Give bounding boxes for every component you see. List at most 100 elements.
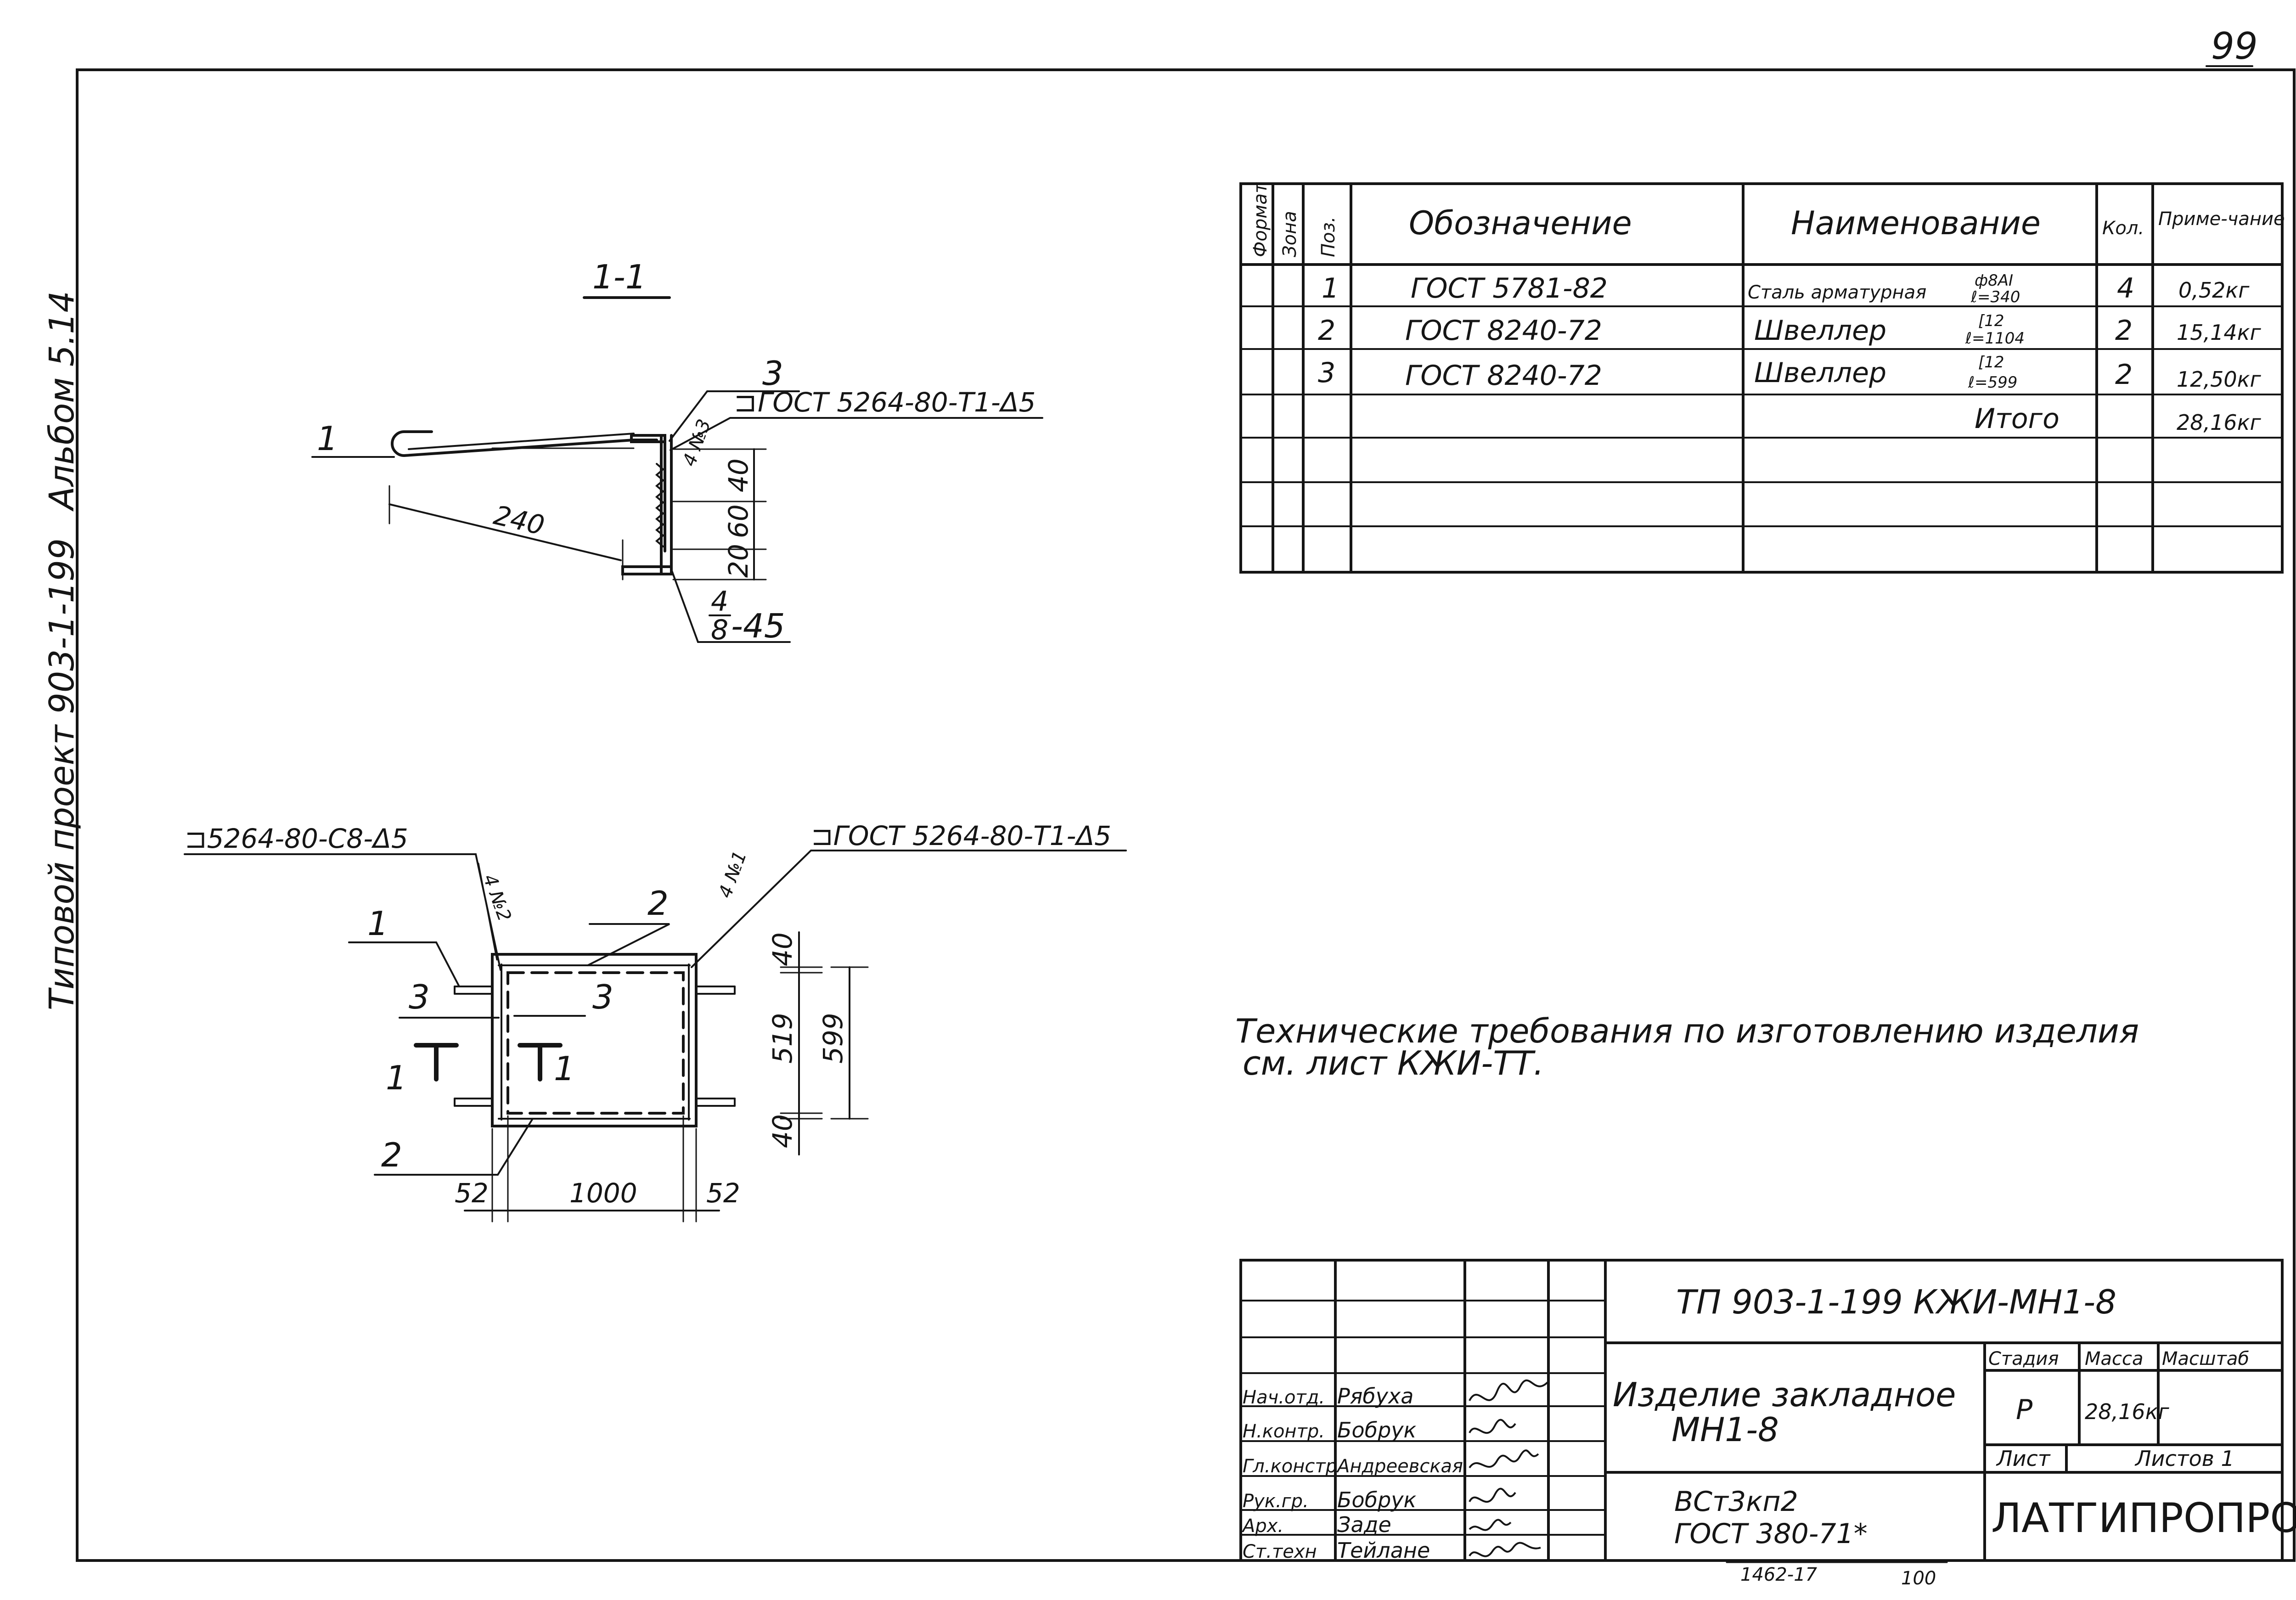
tb-item-name-2: МН1-8	[1671, 1410, 1779, 1449]
dim-40-top: 40	[767, 932, 798, 966]
row2-name: Швеллер	[1754, 315, 1886, 347]
plan-pos2-bottom: 2	[381, 1136, 402, 1174]
tb-name-5: Заде	[1337, 1512, 1391, 1537]
leader-fraction	[670, 569, 791, 643]
weld-zigzag	[655, 463, 665, 547]
plan-weld-left: ⊐5264-80-С8-Δ5	[185, 823, 408, 854]
tb-org: ЛАТГИПРОПРОМ	[1991, 1494, 2296, 1542]
tb-role-6: Ст.техн	[1243, 1541, 1317, 1562]
channel-bottom	[621, 565, 673, 575]
rebar-upper-edge	[408, 433, 635, 450]
row2-designation: ГОСТ 8240-72	[1405, 315, 1602, 347]
tech-note-line1: Технические требования по изготовлению и…	[1235, 1012, 2139, 1050]
plan-pos2-top: 2	[647, 884, 669, 923]
plan-outer-plate	[491, 953, 698, 1127]
plan-pos3-mid: 3	[592, 978, 613, 1016]
plan-pos1: 1	[367, 904, 388, 943]
tb-name-6: Тейлане	[1337, 1538, 1430, 1563]
title-right-rules	[1604, 1341, 2284, 1562]
signature-5	[1469, 1519, 1512, 1531]
tb-code: ТП 903-1-199 КЖИ-МН1-8	[1676, 1283, 2116, 1321]
plan-pos3-left: 3	[409, 978, 430, 1016]
section-pos1: 1	[317, 419, 338, 458]
dim-20: 20	[723, 544, 754, 578]
row2-pos: 2	[1318, 315, 1335, 347]
title-block-frame	[1239, 1259, 2284, 1562]
cut-mark-right	[518, 1043, 563, 1082]
row1-frac-top: ф8АI	[1975, 271, 2013, 290]
signature-4	[1469, 1487, 1516, 1503]
row1-frac-bot: ℓ=340	[1970, 288, 2020, 306]
spec-row-rules	[1240, 305, 2283, 527]
hdr-note: Приме-чание	[2158, 208, 2285, 230]
leader-pos2-plan	[587, 923, 670, 966]
row3-designation: ГОСТ 8240-72	[1405, 360, 1602, 392]
tb-role-1: Нач.отд.	[1243, 1387, 1325, 1408]
spec-table-frame	[1239, 182, 2284, 574]
row1-qty: 4	[2117, 272, 2134, 304]
row3-frac-bot: ℓ=599	[1968, 373, 2017, 392]
leader-weld-right	[691, 850, 1127, 968]
side-project-label: Типовой проект 903-1-199	[42, 538, 82, 1010]
signature-3	[1469, 1449, 1539, 1469]
dim-599: 599	[817, 1013, 849, 1064]
section-fraction-top: 4	[711, 586, 728, 618]
row-total-label: Итого	[1975, 403, 2060, 435]
tb-role-3: Гл.констр	[1243, 1456, 1337, 1477]
row3-qty: 2	[2115, 359, 2133, 391]
row-total-note: 28,16кг	[2177, 410, 2261, 435]
page-number: 99	[2211, 25, 2258, 68]
section-weld-symbol: ⊐	[734, 386, 757, 418]
row2-qty: 2	[2115, 315, 2133, 347]
hdr-format: Формат	[1250, 182, 1271, 257]
section-pos3: 3	[762, 354, 783, 393]
tb-name-2: Бобрук	[1337, 1418, 1416, 1442]
plan-weld-right: ⊐ГОСТ 5264-80-Т1-Δ5	[811, 820, 1111, 851]
tb-name-4: Бобрук	[1337, 1487, 1416, 1512]
cut-label-right: 1	[554, 1049, 575, 1088]
hdr-qty: Кол.	[2102, 218, 2144, 239]
signature-1	[1469, 1379, 1548, 1401]
tb-stage: Р	[2016, 1394, 2033, 1426]
tb-scale-label: Масштаб	[2162, 1348, 2249, 1369]
section-weld-label: ГОСТ 5264-80-Т1-Δ5	[758, 387, 1035, 418]
hdr-name: Наименование	[1791, 204, 2041, 242]
row2-frac-top: [12	[1978, 312, 2004, 330]
hdr-zone: Зона	[1279, 211, 1300, 257]
tb-name-3: Андреевская	[1336, 1456, 1463, 1477]
side-album-label: Альбом 5.14	[42, 291, 82, 512]
signatures	[1469, 1379, 1548, 1557]
dim-plan-vert-ticks	[780, 966, 869, 1120]
dim-240: 240	[491, 499, 547, 541]
seam-leader-2	[478, 862, 498, 961]
tb-item-name-1: Изделие закладное	[1613, 1375, 1956, 1414]
anchor-rods	[454, 986, 736, 1107]
row1-designation: ГОСТ 5781-82	[1411, 272, 1608, 304]
dim-240-line	[388, 503, 622, 561]
dim-519: 519	[767, 1013, 798, 1064]
leader-weld-section	[670, 417, 1043, 451]
dim-1000: 1000	[569, 1177, 637, 1209]
spec-col-rules	[1272, 182, 2154, 574]
tb-sheets-label: Листов 1	[2134, 1446, 2234, 1471]
dim-60: 60	[723, 504, 754, 538]
dim-40-bottom: 40	[767, 1114, 798, 1148]
tb-name-1: Рябуха	[1337, 1384, 1413, 1408]
row2-frac-bot: ℓ=1104	[1965, 329, 2025, 348]
signature-2	[1469, 1419, 1516, 1434]
tb-role-5: Арх.	[1241, 1515, 1283, 1537]
leader-pos3-section	[669, 390, 800, 442]
title-left-rows	[1240, 1300, 1606, 1536]
tb-mass-label: Масса	[2085, 1348, 2144, 1369]
row1-note: 0,52кг	[2178, 278, 2250, 303]
tb-sheet-label: Лист	[1996, 1446, 2051, 1471]
tb-mass: 28,16кг	[2085, 1399, 2169, 1424]
title-left-cols	[1334, 1259, 1607, 1562]
tb-role-2: Н.контр.	[1243, 1421, 1325, 1442]
hdr-designation: Обозначение	[1409, 204, 1632, 242]
row3-frac-top: [12	[1978, 353, 2004, 372]
tb-material-2: ГОСТ 380-71*	[1674, 1518, 1868, 1550]
tb-stage-label: Стадия	[1988, 1348, 2059, 1369]
leader-weld-left	[184, 853, 501, 971]
